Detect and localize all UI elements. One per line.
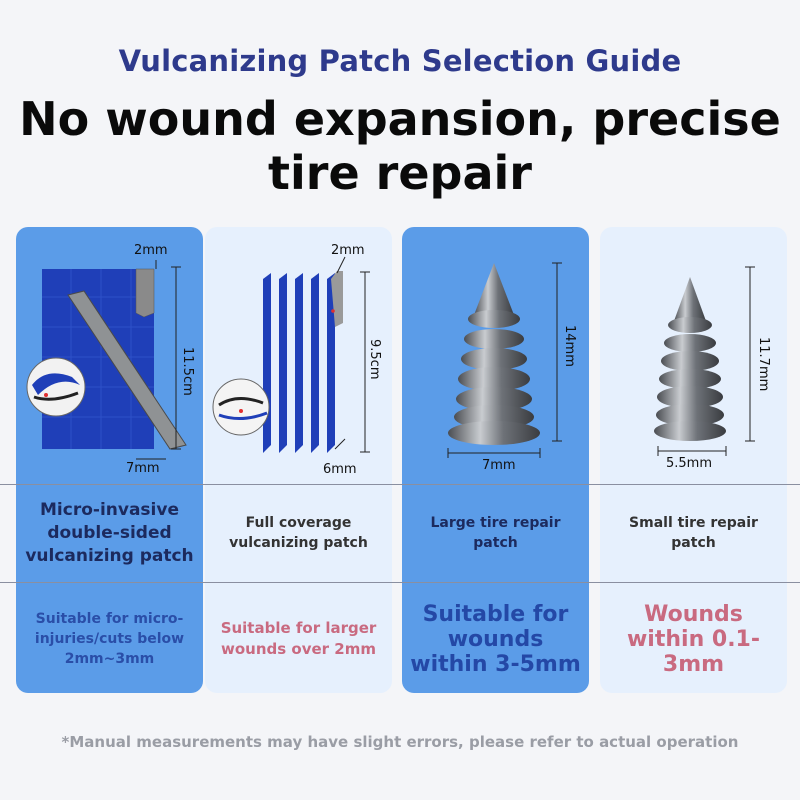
guide-subtitle: Vulcanizing Patch Selection Guide: [118, 44, 682, 78]
card3-desc: Suitable for wounds within 3-5mm: [410, 601, 581, 677]
headline: No wound expansion, precise tire repair: [0, 92, 800, 200]
card1-desc: Suitable for micro-injuries/cuts below 2…: [34, 611, 185, 667]
card3-name: Large tire repair patch: [430, 515, 561, 551]
divider-bottom: [0, 582, 800, 583]
card2-thickness-dim: 2mm: [331, 243, 365, 258]
card2-name: Full coverage vulcanizing patch: [229, 515, 368, 551]
card1-width-dim: 7mm: [126, 461, 160, 476]
card-small-repair-patch: 11.7mm 5.5mm Small tire repair patch Wou…: [600, 227, 787, 693]
double-sided-patch-illustration: 2mm 11.5cm 7mm: [26, 243, 195, 476]
card1-thickness-dim: 2mm: [134, 243, 168, 258]
card3-height-dim: 14mm: [562, 325, 577, 367]
card-large-repair-patch: 14mm 7mm Large tire repair patch Suitabl…: [402, 227, 589, 693]
card1-name: Micro-invasive double-sided vulcanizing …: [25, 499, 194, 566]
card4-height-dim: 11.7mm: [756, 337, 771, 391]
card4-width-dim: 5.5mm: [666, 456, 712, 471]
card3-width-dim: 7mm: [482, 458, 516, 473]
card4-desc: Wounds within 0.1-3mm: [626, 601, 760, 677]
headline-line-1: No wound expansion, precise: [19, 92, 781, 146]
card-double-sided-patch: 2mm 11.5cm 7mm Micro-invasive double-sid…: [16, 227, 203, 693]
card1-height-dim: 11.5cm: [180, 347, 195, 396]
card2-width-dim: 6mm: [323, 462, 357, 477]
card2-desc: Suitable for larger wounds over 2mm: [220, 619, 377, 658]
card-full-coverage-patch: 2mm 9.5cm 6mm Full coverage vulcanizing …: [205, 227, 392, 693]
divider-top: [0, 484, 800, 485]
headline-line-2: tire repair: [268, 146, 532, 200]
large-screw-patch-illustration: 14mm 7mm: [447, 262, 577, 473]
card2-height-dim: 9.5cm: [367, 339, 382, 380]
card4-name: Small tire repair patch: [629, 515, 758, 551]
small-screw-patch-illustration: 11.7mm 5.5mm: [654, 266, 771, 471]
footnote: *Manual measurements may have slight err…: [61, 733, 739, 751]
full-coverage-patch-illustration: 2mm 9.5cm 6mm: [212, 243, 382, 477]
